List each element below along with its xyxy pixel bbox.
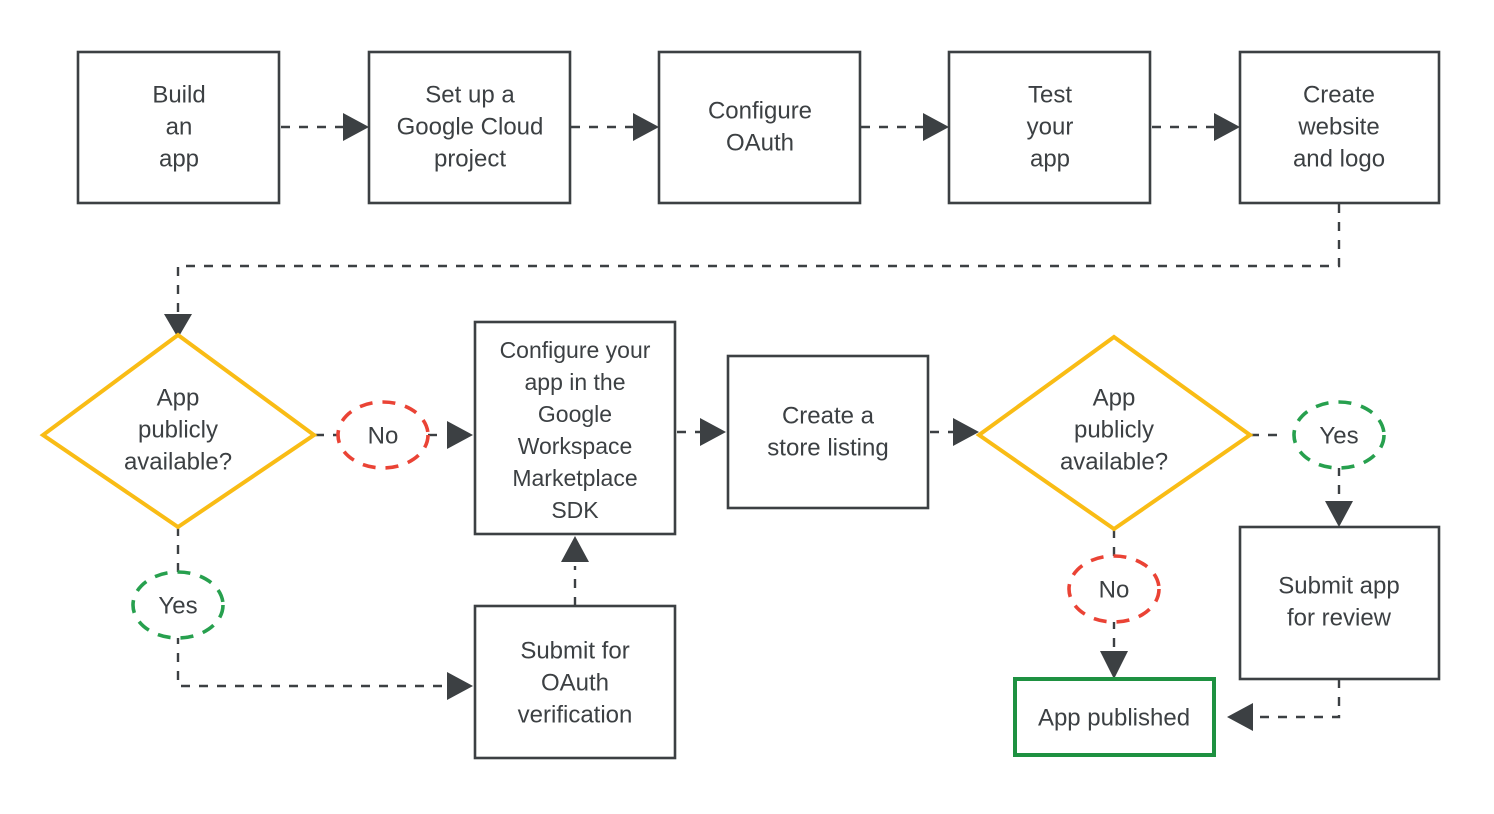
badge-decision1-no: No (336, 400, 430, 470)
node-decision1-line-2: available? (124, 448, 232, 475)
connector-store-listing-to-decision2 (930, 418, 979, 446)
node-test-your-app-line-2: app (1030, 145, 1070, 172)
node-configure-sdk-line-0: Configure your (500, 337, 651, 363)
node-build-an-app-line-1: an (166, 113, 193, 140)
node-decision1-line-0: App (157, 384, 200, 411)
badge-decision1-yes: Yes (131, 570, 225, 640)
node-configure-app-in-marketplace-sdk[interactable]: Configure your app in the Google Workspa… (473, 320, 677, 536)
node-configure-sdk-line-3: Workspace (518, 433, 633, 459)
connector-website-to-decision1 (164, 204, 1341, 338)
node-app-published-label: App published (1038, 704, 1190, 731)
node-decision-app-publicly-available-1[interactable]: App publicly available? (39, 332, 318, 530)
node-submit-review-line-1: for review (1287, 604, 1392, 631)
node-decision2-line-1: publicly (1074, 416, 1154, 443)
connector-oauth-to-test (861, 113, 949, 141)
node-submit-for-oauth-verification[interactable]: Submit for OAuth verification (473, 604, 677, 760)
node-decision1-line-1: publicly (138, 416, 218, 443)
connector-submit-review-to-app-published (1227, 679, 1341, 731)
node-create-website-line-0: Create (1303, 81, 1375, 108)
node-configure-sdk-line-5: SDK (551, 497, 599, 523)
badge-decision2-no-label: No (1099, 576, 1130, 603)
node-submit-review-line-0: Submit app (1278, 572, 1399, 599)
connector-configure-sdk-to-store-listing (677, 418, 726, 446)
node-gcp-project-line-2: project (434, 145, 506, 172)
node-app-published[interactable]: App published (1013, 677, 1216, 757)
node-create-website-line-2: and logo (1293, 145, 1385, 172)
connector-build-to-gcp (281, 113, 369, 141)
node-set-up-google-cloud-project[interactable]: Set up a Google Cloud project (367, 50, 572, 205)
node-build-an-app-line-2: app (159, 145, 199, 172)
badge-decision2-yes: Yes (1292, 400, 1386, 470)
node-create-a-store-listing[interactable]: Create a store listing (726, 354, 930, 510)
node-configure-oauth-line-0: Configure (708, 97, 812, 124)
badge-decision2-no: No (1067, 554, 1161, 624)
node-create-website-and-logo[interactable]: Create website and logo (1238, 50, 1441, 205)
node-store-listing-line-1: store listing (767, 434, 888, 461)
node-gcp-project-line-1: Google Cloud (397, 113, 544, 140)
badge-decision2-yes-label: Yes (1319, 422, 1358, 449)
node-decision-app-publicly-available-2[interactable]: App publicly available? (975, 334, 1254, 532)
node-decision2-line-0: App (1093, 384, 1136, 411)
connector-oauth-verification-to-configure-sdk (561, 536, 589, 606)
node-store-listing-line-0: Create a (782, 402, 875, 429)
connector-test-to-website (1152, 113, 1240, 141)
node-oauth-verification-line-0: Submit for (520, 637, 629, 664)
node-configure-sdk-line-4: Marketplace (512, 465, 637, 491)
node-test-your-app-line-0: Test (1028, 81, 1072, 108)
connector-yes2-to-submit-review (1325, 467, 1353, 527)
node-gcp-project-line-0: Set up a (425, 81, 515, 108)
node-oauth-verification-line-1: OAuth (541, 669, 609, 696)
connector-gcp-to-oauth (571, 113, 659, 141)
node-test-your-app-line-1: your (1027, 113, 1074, 140)
connector-no2-to-app-published (1100, 620, 1128, 679)
node-configure-sdk-line-2: Google (538, 401, 612, 427)
node-build-an-app[interactable]: Build an app (76, 50, 281, 205)
node-submit-app-for-review[interactable]: Submit app for review (1238, 525, 1441, 681)
node-build-an-app-line-0: Build (152, 81, 205, 108)
badge-decision1-no-label: No (368, 422, 399, 449)
connector-yes-to-oauth-verification (176, 635, 473, 700)
node-test-your-app[interactable]: Test your app (947, 50, 1152, 205)
node-configure-oauth[interactable]: Configure OAuth (657, 50, 862, 205)
node-oauth-verification-line-2: verification (518, 701, 633, 728)
badge-decision1-yes-label: Yes (158, 592, 197, 619)
node-decision2-line-2: available? (1060, 448, 1168, 475)
node-configure-sdk-line-1: app in the (524, 369, 625, 395)
node-create-website-line-1: website (1297, 113, 1379, 140)
connector-no-to-configure-sdk (428, 421, 473, 449)
node-configure-oauth-line-1: OAuth (726, 129, 794, 156)
